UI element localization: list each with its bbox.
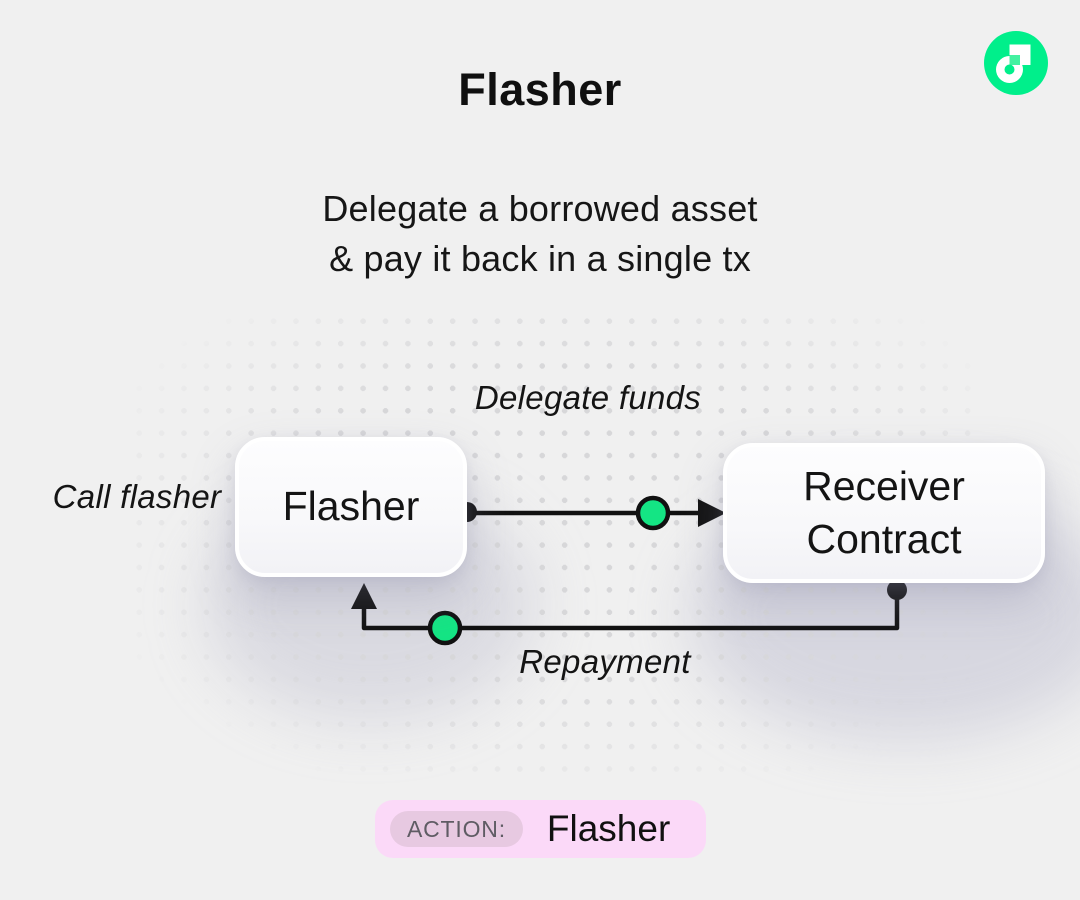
page-title: Flasher	[458, 64, 622, 115]
page-subtitle: Delegate a borrowed asset & pay it back …	[322, 188, 758, 280]
logo-ring-hole	[1004, 64, 1015, 75]
flow-logo-icon	[984, 31, 1048, 95]
delegate-funds-label: Delegate funds	[474, 379, 702, 416]
call-flasher-label: Call flasher	[52, 478, 222, 515]
action-value: Flasher	[546, 808, 671, 849]
flasher-node: Flasher	[235, 437, 467, 577]
receiver-contract-node: Receiver Contract	[723, 443, 1045, 583]
logo-accent-square	[1009, 55, 1020, 65]
logo-top-bar	[1009, 44, 1031, 55]
logo-right-square	[1020, 55, 1031, 65]
action-badge: ACTION:	[390, 811, 523, 847]
repayment-label: Repayment	[519, 643, 691, 680]
action-bar: ACTION: Flasher	[375, 800, 706, 858]
